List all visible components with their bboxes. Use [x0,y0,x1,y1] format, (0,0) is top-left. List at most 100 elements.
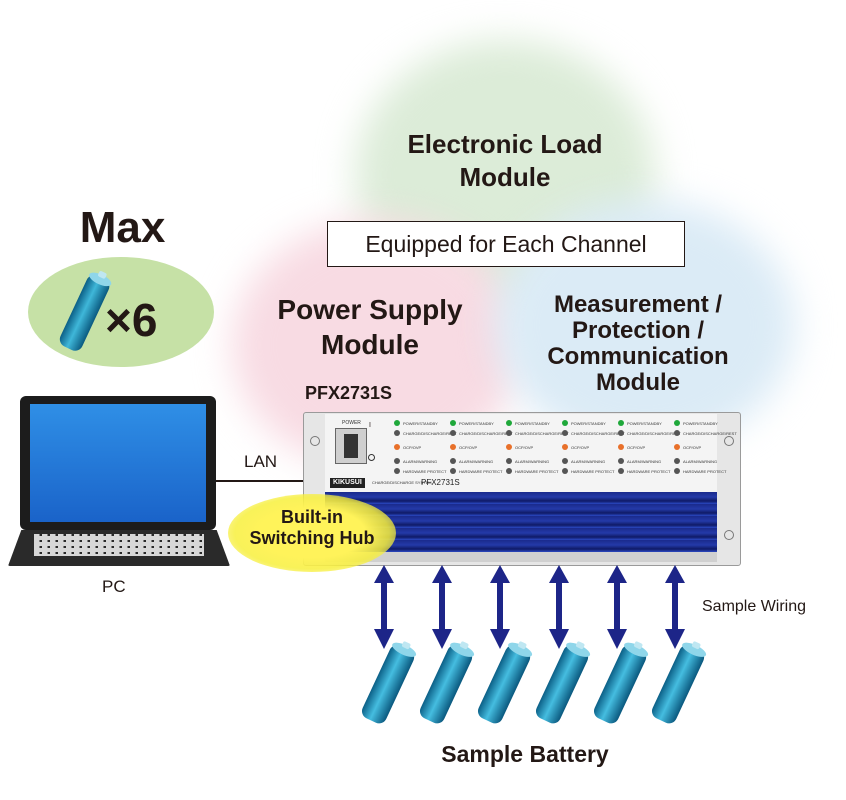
channel-6-led-2 [674,430,680,436]
measurement-label: Measurement / Protection / Communication… [547,291,729,396]
battery-2 [420,641,475,724]
switching-hub-label: Built-in Switching Hub [249,507,375,548]
channel-5-led-3 [618,444,624,450]
sample-battery-label: Sample Battery [441,741,609,767]
channel-2-led-3 [450,444,456,450]
channel-1-led-label-1: POWER/STANDBY [403,421,438,426]
device-small-text: CHARGE/DISCHARGE SYSTEM [372,480,432,485]
channel-3-led-label-4: ALARM/WARNING [515,459,550,464]
channel-2-led-5 [450,468,456,474]
electronic-load-label: Electronic Load Module [407,129,603,192]
channel-4-led-label-1: POWER/STANDBY [571,421,606,426]
channel-1-led-2 [394,430,400,436]
wiring-arrow-2 [432,565,452,649]
channel-5-led-label-4: ALARM/WARNING [627,459,662,464]
channel-3-led-5 [506,468,512,474]
channel-1-led-label-5: HARDWARE PROTECT [403,469,447,474]
max-circle [28,257,214,367]
device-bottom-strip [325,552,717,562]
channel-4-led-4 [562,458,568,464]
model-label: PFX2731S [305,383,393,403]
laptop-base [8,530,230,566]
channel-3-led-label-1: POWER/STANDBY [515,421,550,426]
wiring-arrow-3 [490,565,510,649]
power-i-mark: I [369,422,371,429]
channel-6-led-5 [674,468,680,474]
channel-6-led-label-5: HARDWARE PROTECT [683,469,727,474]
max-battery-icon [59,271,112,351]
battery-4 [536,641,591,724]
laptop-screen [20,396,216,530]
battery-3 [478,641,533,724]
laptop-keyboard [34,534,204,556]
equipped-label: Equipped for Each Channel [365,230,647,257]
pc-label: PC [102,577,126,596]
channel-5-panel: POWER/STANDBY CHARGE/DISCHARGE/REST OCP/OV… [614,416,681,478]
channel-3-led-4 [506,458,512,464]
equipped-box: Equipped for Each Channel [327,221,685,267]
channel-5-led-label-3: OCP/OVP [627,445,646,450]
channel-5-led-4 [618,458,624,464]
power-switch-rocker [344,434,358,458]
channel-4-led-label-5: HARDWARE PROTECT [571,469,615,474]
lan-cable [216,480,312,482]
channel-1-led-label-2: CHARGE/DISCHARGE/REST [403,431,457,436]
channel-4-led-5 [562,468,568,474]
device-model-small: PFX2731S [421,478,460,487]
channel-4-panel: POWER/STANDBY CHARGE/DISCHARGE/REST OCP/OV… [558,416,625,478]
channel-2-led-label-2: CHARGE/DISCHARGE/REST [459,431,513,436]
channel-3-led-2 [506,430,512,436]
channel-4-led-3 [562,444,568,450]
channel-6-led-label-1: POWER/STANDBY [683,421,718,426]
power-switch[interactable] [335,428,367,464]
channel-2-led-label-3: OCP/OVP [459,445,478,450]
channel-6-led-label-4: ALARM/WARNING [683,459,718,464]
channel-5-led-5 [618,468,624,474]
wiring-arrow-1 [374,565,394,649]
channel-1-panel: POWER/STANDBY CHARGE/DISCHARGE/REST OCP/OV… [390,416,457,478]
channel-1-led-label-3: OCP/OVP [403,445,422,450]
channel-6-led-1 [674,420,680,426]
channel-5-led-label-5: HARDWARE PROTECT [627,469,671,474]
channel-2-led-label-5: HARDWARE PROTECT [459,469,503,474]
rack-hole-left [310,436,320,446]
channel-5-led-1 [618,420,624,426]
channel-5-led-label-2: CHARGE/DISCHARGE/REST [627,431,681,436]
power-o-mark [368,454,375,461]
channel-1-led-4 [394,458,400,464]
lan-label: LAN [244,452,278,471]
channel-2-led-1 [450,420,456,426]
sample-wiring-label: Sample Wiring [702,598,807,615]
wiring-arrow-4 [549,565,569,649]
rack-hole-right [724,436,734,446]
wiring-arrows [374,565,685,649]
channel-3-led-label-2: CHARGE/DISCHARGE/REST [515,431,569,436]
channel-1-led-5 [394,468,400,474]
channel-4-led-label-2: CHARGE/DISCHARGE/REST [571,431,625,436]
times6-label: ×6 [105,294,158,346]
brand-name: KIKUSUI [333,479,362,486]
channel-2-led-label-4: ALARM/WARNING [459,459,494,464]
max-label: Max [79,203,166,252]
channel-4-led-1 [562,420,568,426]
power-supply-label: Power Supply Module [277,294,463,360]
channel-6-led-3 [674,444,680,450]
channel-2-led-4 [450,458,456,464]
channel-6-led-label-2: CHARGE/DISCHARGE/REST [683,431,737,436]
channel-3-led-3 [506,444,512,450]
wiring-arrow-6 [665,565,685,649]
channel-3-led-label-5: HARDWARE PROTECT [515,469,559,474]
wiring-arrow-5 [607,565,627,649]
battery-6 [652,641,707,724]
channel-5-led-2 [618,430,624,436]
rack-hole-right-2 [724,530,734,540]
channel-5-led-label-1: POWER/STANDBY [627,421,662,426]
battery-5 [594,641,649,724]
channel-2-led-2 [450,430,456,436]
channel-3-led-label-3: OCP/OVP [515,445,534,450]
power-label: POWER [342,420,361,426]
channel-4-led-label-3: OCP/OVP [571,445,590,450]
